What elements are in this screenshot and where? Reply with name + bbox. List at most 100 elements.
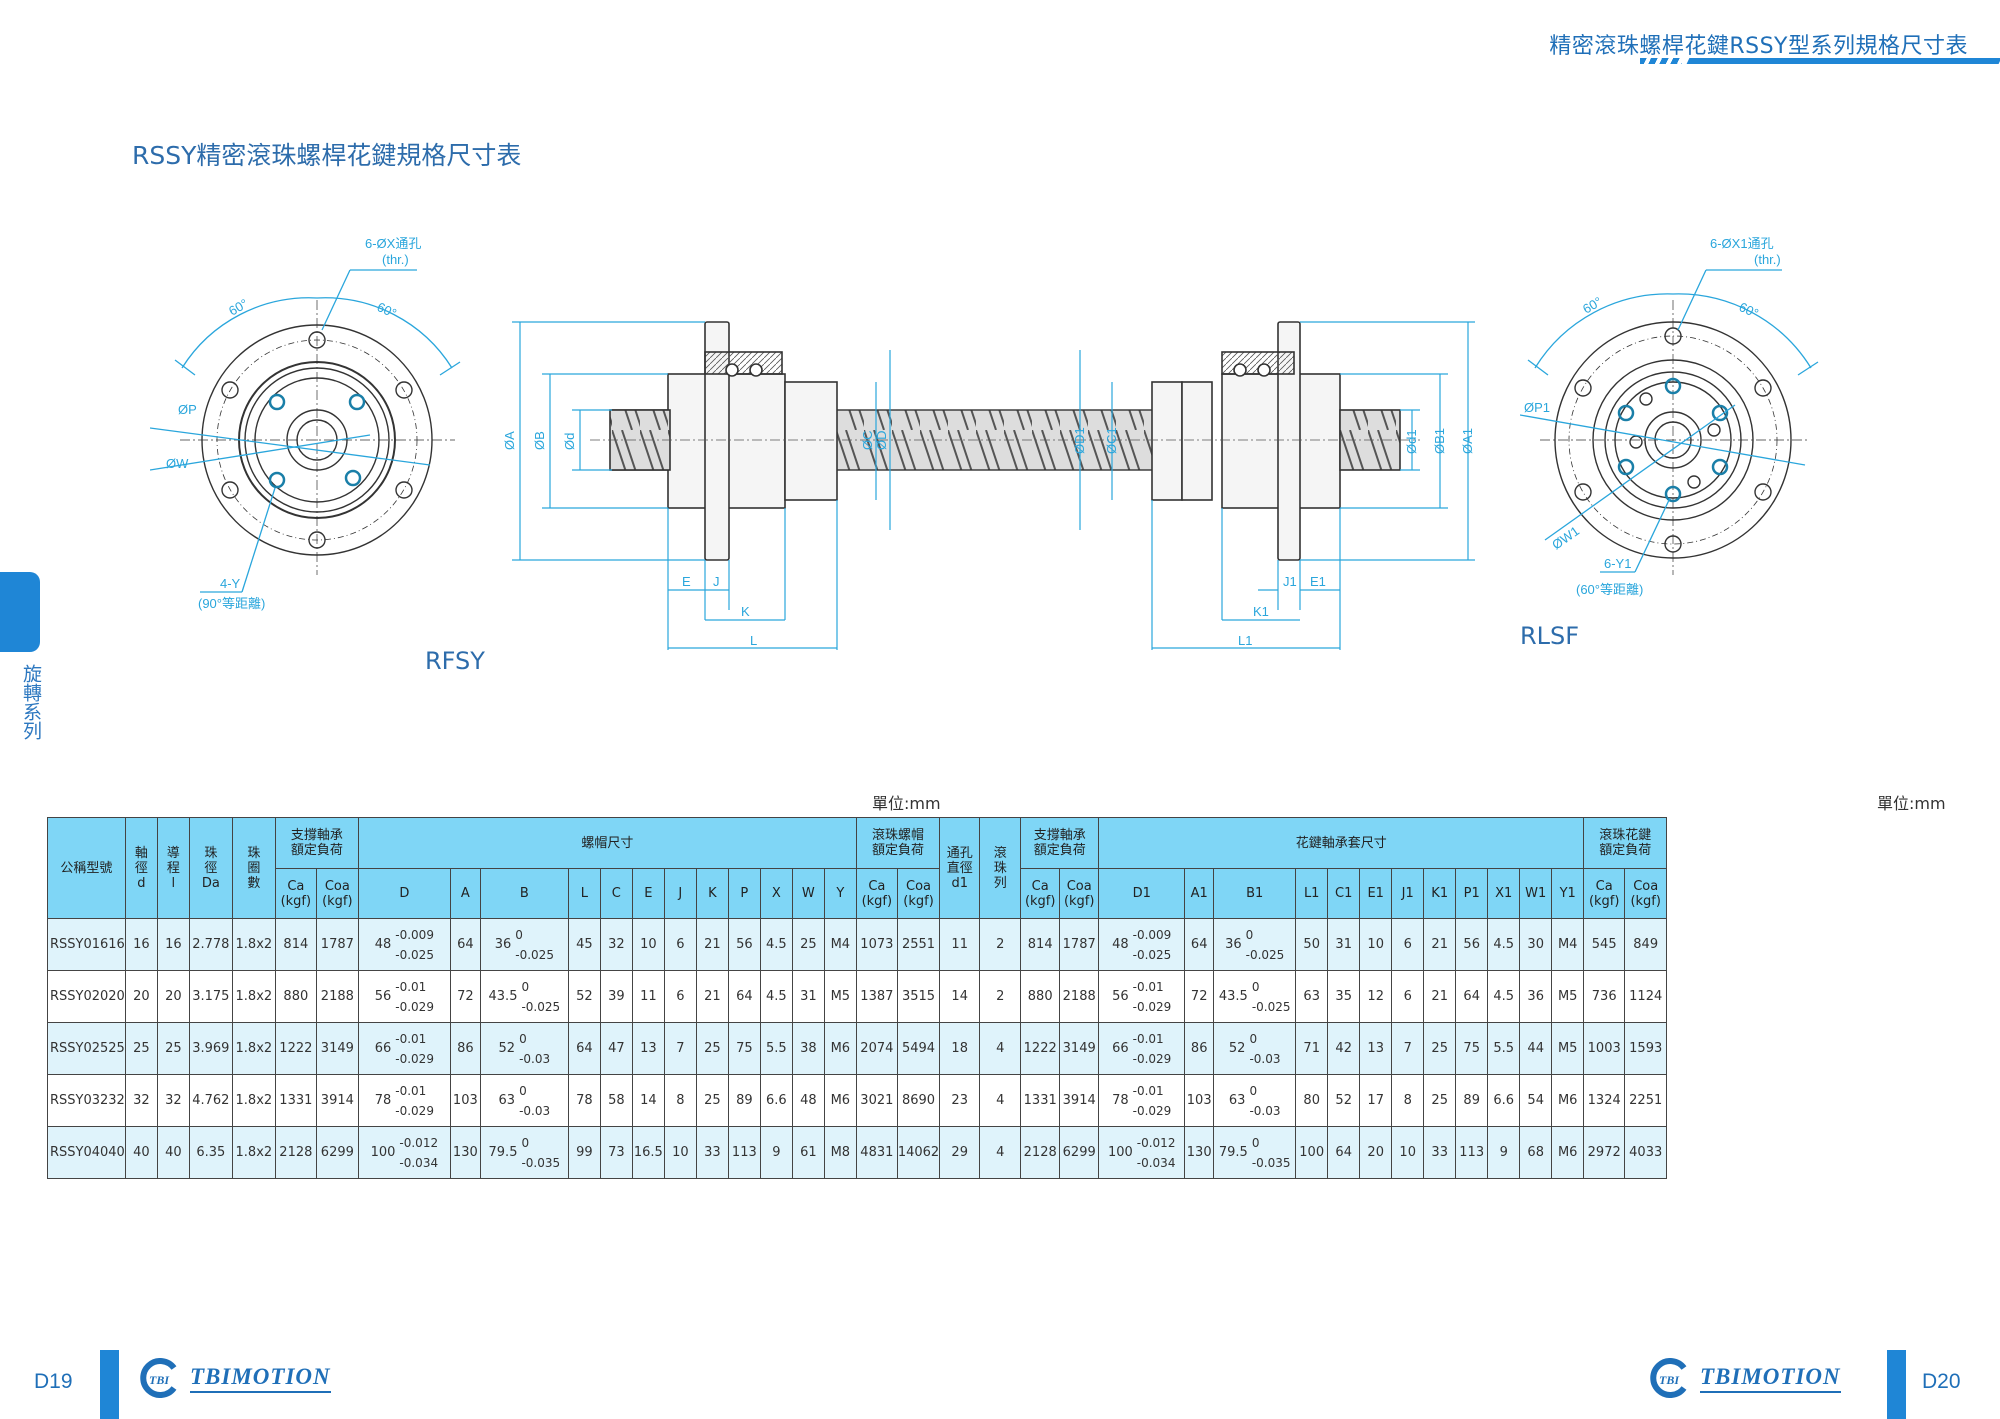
group-spline-dims: 花鍵軸承套尺寸 bbox=[1098, 817, 1585, 869]
cell-c1: 35 bbox=[1327, 970, 1361, 1023]
cell-k1: 21 bbox=[1423, 970, 1457, 1023]
cell-d1: 11 bbox=[939, 918, 981, 971]
cell-d1-lower-tol: -0.029 bbox=[1132, 999, 1172, 1014]
cell-j: 7 bbox=[663, 1022, 697, 1075]
cell-p1: 75 bbox=[1455, 1022, 1489, 1075]
cell-c1: 31 bbox=[1327, 918, 1361, 971]
cell-rows: 4 bbox=[979, 1074, 1022, 1127]
cell-b-lower-tol: -0.03 bbox=[519, 1051, 551, 1066]
cell-d1-nominal: 66 bbox=[1112, 1041, 1129, 1056]
cell-l: 78 bbox=[567, 1074, 601, 1127]
dim-a1: ØA1 bbox=[1460, 428, 1475, 454]
cell-fca: 1324 bbox=[1583, 1074, 1626, 1127]
cell-d1: 14 bbox=[939, 970, 981, 1023]
side-tab[interactable] bbox=[0, 572, 40, 652]
cell-d: 40 bbox=[124, 1126, 158, 1179]
col-spline-p1: P1 bbox=[1455, 868, 1489, 919]
col-spline-b1: B1 bbox=[1213, 868, 1297, 919]
rfsy-p-label: ØP bbox=[178, 402, 197, 417]
rlsf-angle-right: 60° bbox=[1737, 299, 1761, 321]
dim-l1: L1 bbox=[1238, 633, 1252, 648]
cell-d1-lower-tol: -0.029 bbox=[1132, 1051, 1172, 1066]
cell-d1-lower-tol: -0.029 bbox=[1132, 1103, 1172, 1118]
col-ball-dia: 珠 徑 Da bbox=[188, 817, 233, 919]
cell-w1: 36 bbox=[1519, 970, 1553, 1023]
group-ballnut-load: 滾珠螺帽 額定負荷 bbox=[855, 817, 941, 869]
cell-b1-nominal: 36 bbox=[1225, 937, 1242, 952]
rlsf-hole-label: 6-ØX1通孔 bbox=[1710, 236, 1774, 251]
cell-c1: 64 bbox=[1327, 1126, 1361, 1179]
cell-l1: 63 bbox=[1295, 970, 1329, 1023]
cell-l: 16 bbox=[156, 918, 190, 971]
cell-e1: 10 bbox=[1359, 918, 1393, 971]
cell-d-lower-tol: -0.029 bbox=[395, 1051, 434, 1066]
cell-p: 75 bbox=[727, 1022, 761, 1075]
cell-c: 58 bbox=[599, 1074, 633, 1127]
cell-b1-upper-tol: 0 bbox=[1251, 1135, 1260, 1150]
cell-sca: 2128 bbox=[274, 1126, 317, 1179]
side-view-drawing: ØA ØB Ød ØC ØD E J K L ØD1 ØC1 J1 E1 K1 … bbox=[502, 321, 1475, 650]
col-spline-w1: W1 bbox=[1519, 868, 1553, 919]
col-spline-a1: A1 bbox=[1184, 868, 1215, 919]
cell-scoa: 1787 bbox=[315, 918, 359, 971]
cell-x1: 9 bbox=[1487, 1126, 1521, 1179]
cell-d-lower-tol: -0.029 bbox=[395, 1103, 434, 1118]
cell-d1-tolerance: 48-0.009-0.025 bbox=[1098, 918, 1186, 971]
cell-c: 39 bbox=[599, 970, 633, 1023]
cell-b1-upper-tol: 0 bbox=[1249, 1083, 1258, 1098]
col-spline-x1: X1 bbox=[1487, 868, 1521, 919]
cell-y: M5 bbox=[823, 970, 857, 1023]
group-support-load-2: 支撐軸承 額定負荷 bbox=[1020, 817, 1100, 869]
cell-w1: 30 bbox=[1519, 918, 1553, 971]
col-model: 公稱型號 bbox=[47, 817, 126, 919]
rfsy-angle-left: 60° bbox=[226, 296, 251, 319]
cell-l: 45 bbox=[567, 918, 601, 971]
cell-l: 52 bbox=[567, 970, 601, 1023]
footer-bar-left bbox=[100, 1350, 119, 1419]
cell-k: 21 bbox=[695, 918, 729, 971]
cell-x: 4.5 bbox=[759, 918, 793, 971]
cell-y: M4 bbox=[823, 918, 857, 971]
cell-e1: 20 bbox=[1359, 1126, 1393, 1179]
rfsy-w-label: ØW bbox=[166, 456, 189, 471]
cell-b1-lower-tol: -0.035 bbox=[1251, 1155, 1291, 1170]
dim-a: ØA bbox=[502, 431, 517, 450]
cell-j: 6 bbox=[663, 918, 697, 971]
col-nut-p: P bbox=[727, 868, 761, 919]
cell-w: 31 bbox=[791, 970, 825, 1023]
col-support2-coa: Coa (kgf) bbox=[1059, 868, 1100, 919]
cell-nca: 2074 bbox=[855, 1022, 898, 1075]
col-nut-w: W bbox=[791, 868, 825, 919]
dim-small-d1: Ød1 bbox=[1404, 429, 1419, 454]
rfsy-angle-right: 60° bbox=[375, 299, 399, 321]
dim-c1: ØC1 bbox=[1104, 427, 1119, 454]
cell-x1: 4.5 bbox=[1487, 970, 1521, 1023]
col-nut-j: J bbox=[663, 868, 697, 919]
cell-x1: 4.5 bbox=[1487, 918, 1521, 971]
cell-s2ca: 814 bbox=[1020, 918, 1061, 971]
cell-da: 3.175 bbox=[188, 970, 233, 1023]
header-accent-bar bbox=[1640, 58, 2000, 64]
cell-ncoa: 3515 bbox=[896, 970, 941, 1023]
col-spline-y1: Y1 bbox=[1551, 868, 1585, 919]
col-spline-k1: K1 bbox=[1423, 868, 1457, 919]
cell-j: 6 bbox=[663, 970, 697, 1023]
cell-d1-upper-tol: -0.012 bbox=[1136, 1135, 1176, 1150]
cell-p: 56 bbox=[727, 918, 761, 971]
cell-j: 10 bbox=[663, 1126, 697, 1179]
cell-d-tolerance: 100-0.012-0.034 bbox=[357, 1126, 451, 1179]
cell-da: 4.762 bbox=[188, 1074, 233, 1127]
rlsf-end-view-drawing: 6-ØX1通孔 (thr.) 60° 60° ØP1 ØW1 6-Y1 (60°… bbox=[1520, 236, 1819, 597]
dim-c: ØC bbox=[860, 431, 875, 451]
col-spline-ca: Ca (kgf) bbox=[1583, 868, 1626, 919]
group-nut-dims: 螺帽尺寸 bbox=[357, 817, 857, 869]
dim-d: Ød bbox=[562, 433, 577, 450]
cell-b-upper-tol: 0 bbox=[515, 927, 523, 942]
cell-d1-nominal: 56 bbox=[1112, 989, 1129, 1004]
cell-l: 32 bbox=[156, 1074, 190, 1127]
